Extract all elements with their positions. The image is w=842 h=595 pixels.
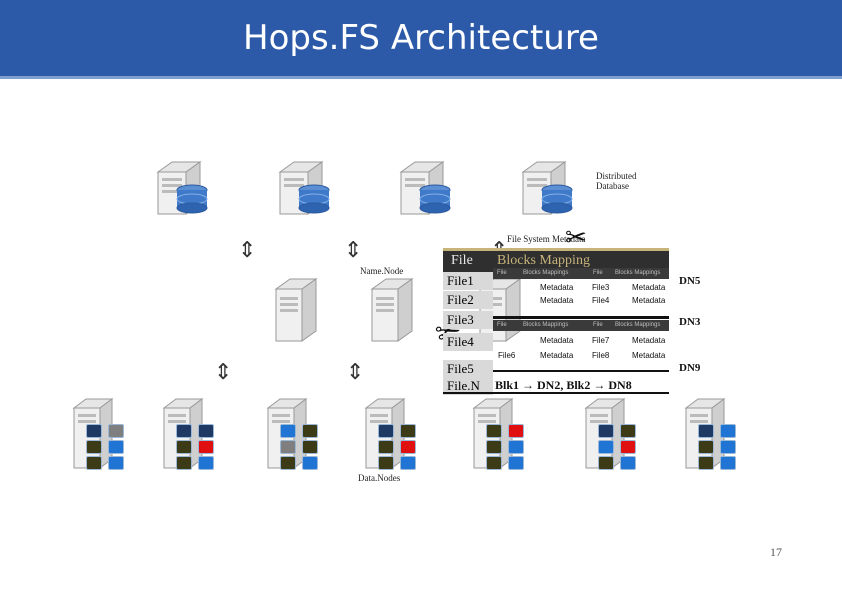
metadata-cell: Metadata — [632, 336, 665, 345]
data-block-icon — [598, 456, 614, 470]
data-block-icon — [108, 440, 124, 454]
data-block-icon — [486, 424, 502, 438]
table-file-cell: File5 — [443, 360, 493, 378]
database-server-icon-3 — [393, 158, 463, 218]
shard-header-row: File Blocks Mappings File Blocks Mapping… — [493, 320, 669, 331]
table-file-cell: File1 — [443, 272, 493, 290]
data-block-icon — [620, 424, 636, 438]
metadata-cell: File8 — [592, 351, 609, 360]
data-block-icon — [486, 440, 502, 454]
dn-label: DN9 — [679, 362, 700, 374]
metadata-cell: File7 — [592, 336, 609, 345]
metadata-cell: Metadata — [540, 336, 573, 345]
data-block-icon — [86, 456, 102, 470]
metadata-cell: File6 — [498, 351, 515, 360]
metadata-cell: File4 — [592, 296, 609, 305]
metadata-cell: Metadata — [540, 283, 573, 292]
data-block-icon — [486, 456, 502, 470]
data-block-icon — [302, 424, 318, 438]
dn-label: DN3 — [679, 316, 700, 328]
data-block-icon — [86, 440, 102, 454]
data-nodes-label: Data.Nodes — [358, 473, 400, 483]
metadata-cell: Metadata — [540, 351, 573, 360]
divider — [493, 370, 669, 372]
data-block-icon — [198, 424, 214, 438]
data-block-icon — [280, 456, 296, 470]
table-file-cell: File4 — [443, 333, 493, 351]
distributed-database-label: Distributed Database — [596, 171, 637, 191]
database-server-icon-4 — [515, 158, 585, 218]
data-block-icon — [378, 456, 394, 470]
data-block-icon — [280, 424, 296, 438]
metadata-cell: Metadata — [540, 296, 573, 305]
data-block-icon — [698, 424, 714, 438]
data-block-icon — [302, 440, 318, 454]
data-block-icon — [280, 440, 296, 454]
name-node-server-icon — [270, 275, 326, 345]
shard-header-row: File Blocks Mappings File Blocks Mapping… — [493, 268, 669, 279]
blocks-mapping-text: Blk1 → DN2, Blk2 → DN8 — [495, 378, 632, 393]
metadata-cell: File3 — [592, 283, 609, 292]
data-block-icon — [620, 456, 636, 470]
data-block-icon — [720, 424, 736, 438]
data-block-icon — [598, 440, 614, 454]
data-block-icon — [302, 456, 318, 470]
name-node-server-icon — [366, 275, 422, 345]
page-title: Hops.FS Architecture — [0, 18, 842, 58]
divider — [443, 392, 669, 394]
bidirectional-arrow-icon: ⇕ — [344, 240, 362, 262]
data-block-icon — [108, 456, 124, 470]
bidirectional-arrow-icon: ⇕ — [238, 240, 256, 262]
metadata-cell: Metadata — [632, 283, 665, 292]
data-block-icon — [720, 456, 736, 470]
data-block-icon — [400, 440, 416, 454]
data-block-icon — [508, 424, 524, 438]
data-block-icon — [698, 456, 714, 470]
data-block-icon — [378, 440, 394, 454]
data-block-icon — [400, 424, 416, 438]
data-block-icon — [400, 456, 416, 470]
data-block-icon — [720, 440, 736, 454]
data-block-icon — [176, 424, 192, 438]
dn-label: DN5 — [679, 275, 700, 287]
data-block-icon — [176, 440, 192, 454]
metadata-cell: Metadata — [632, 296, 665, 305]
metadata-cell: Metadata — [632, 351, 665, 360]
data-block-icon — [108, 424, 124, 438]
table-file-cell: File3 — [443, 311, 493, 329]
data-block-icon — [508, 440, 524, 454]
data-block-icon — [508, 456, 524, 470]
data-block-icon — [620, 440, 636, 454]
bidirectional-arrow-icon: ⇕ — [346, 362, 364, 384]
data-block-icon — [598, 424, 614, 438]
divider — [493, 316, 669, 319]
database-server-icon-2 — [272, 158, 342, 218]
table-header-file: File — [451, 253, 473, 269]
data-block-icon — [698, 440, 714, 454]
data-block-icon — [378, 424, 394, 438]
data-block-icon — [198, 456, 214, 470]
data-block-icon — [198, 440, 214, 454]
database-server-icon-1 — [150, 158, 220, 218]
table-header-blocks: Blocks Mapping — [497, 253, 590, 269]
bidirectional-arrow-icon: ⇕ — [214, 362, 232, 384]
table-file-cell: File2 — [443, 291, 493, 309]
page-number: 17 — [770, 545, 782, 560]
data-block-icon — [86, 424, 102, 438]
data-block-icon — [176, 456, 192, 470]
